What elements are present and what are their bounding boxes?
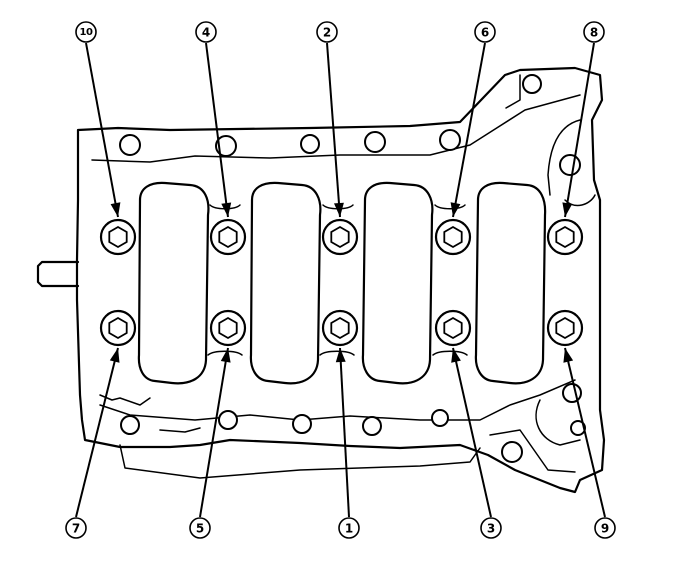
- window-3: [361, 181, 434, 385]
- hole: [570, 420, 586, 436]
- bolt-head-hex-icon: [555, 225, 575, 249]
- bolt-head-hex-icon: [108, 316, 128, 340]
- hole: [562, 383, 582, 403]
- arrowhead-icon: [450, 202, 461, 217]
- bolt-head-hex-icon: [108, 225, 128, 249]
- window-1: [137, 181, 210, 385]
- bolt-3: [434, 309, 472, 347]
- bolt-head-hex-icon: [555, 316, 575, 340]
- callout-8: 8: [562, 21, 605, 218]
- bolt-10: [99, 218, 137, 256]
- bolt-head-hex-icon: [330, 225, 350, 249]
- callout-1: 1: [335, 347, 360, 539]
- hole: [362, 416, 382, 436]
- callout-3: 3: [451, 347, 502, 539]
- bolt-5: [209, 309, 247, 347]
- callout-arrow-line: [85, 42, 119, 218]
- arrowhead-icon: [109, 348, 120, 363]
- bolt-head-hex-icon: [218, 316, 238, 340]
- bolt-head-hex-icon: [443, 225, 463, 249]
- sequence-number-label: 5: [196, 522, 204, 536]
- sequence-number-badge: [195, 21, 217, 43]
- sequence-number-label: 3: [487, 522, 495, 536]
- callout-arrow-line: [452, 42, 486, 218]
- arrowhead-icon: [110, 202, 121, 217]
- arrowhead-icon: [562, 202, 573, 217]
- callouts: 10 4 2 6 8 7 5 1 3 9: [65, 21, 616, 539]
- sequence-number-label: 2: [323, 26, 331, 40]
- hole: [292, 414, 312, 434]
- arrowhead-icon: [451, 348, 461, 363]
- callout-2: 2: [316, 21, 344, 218]
- sequence-number-label: 4: [202, 26, 210, 40]
- sequence-number-badge: [316, 21, 338, 43]
- callout-5: 5: [189, 347, 231, 539]
- callout-arrow-line: [452, 347, 492, 518]
- sequence-number-badge: [480, 517, 502, 539]
- window-2: [249, 181, 322, 385]
- hole: [501, 441, 523, 463]
- sequence-number-badge: [75, 21, 97, 43]
- hole: [439, 129, 461, 151]
- hole: [218, 410, 238, 430]
- sequence-number-badge: [474, 21, 496, 43]
- sequence-number-label: 9: [601, 522, 609, 536]
- sequence-number-label: 6: [481, 26, 489, 40]
- sequence-number-label: 8: [590, 26, 598, 40]
- bolt-2: [321, 218, 359, 256]
- bearing-windows: [137, 181, 547, 385]
- bolt-head-hex-icon: [443, 316, 463, 340]
- bolt-6: [434, 218, 472, 256]
- bolt-7: [99, 309, 137, 347]
- hole: [522, 74, 542, 94]
- callout-4: 4: [195, 21, 232, 218]
- arrowhead-icon: [563, 348, 574, 363]
- sequence-number-badge: [338, 517, 360, 539]
- bolt-head-hex-icon: [330, 316, 350, 340]
- callout-10: 10: [75, 21, 121, 218]
- callout-9: 9: [563, 347, 616, 539]
- hole: [559, 154, 581, 176]
- callout-arrow-line: [339, 347, 350, 518]
- bolt-head-hex-icon: [218, 225, 238, 249]
- arrowhead-icon: [220, 348, 231, 363]
- window-4: [474, 181, 547, 385]
- arrowhead-icon: [335, 348, 346, 363]
- callout-7: 7: [65, 347, 120, 539]
- sequence-number-label: 1: [345, 522, 353, 536]
- hole: [431, 409, 449, 427]
- bolt-8: [546, 218, 584, 256]
- small-holes: [119, 74, 586, 463]
- hole: [120, 415, 140, 435]
- bolt-1: [321, 309, 359, 347]
- hole: [300, 134, 320, 154]
- arrowhead-icon: [334, 202, 344, 217]
- bolt-4: [209, 218, 247, 256]
- callout-arrow-line: [199, 347, 229, 518]
- hole: [215, 135, 237, 157]
- sequence-number-badge: [65, 517, 87, 539]
- hole: [364, 131, 386, 153]
- sequence-number-label: 7: [72, 522, 80, 536]
- callout-6: 6: [450, 21, 496, 218]
- bolts: [99, 218, 584, 347]
- sequence-number-badge: [594, 517, 616, 539]
- callout-arrow-line: [564, 42, 595, 218]
- callout-arrow-line: [205, 42, 229, 218]
- callout-arrow-line: [564, 347, 606, 518]
- hole: [119, 134, 141, 156]
- sequence-number-badge: [189, 517, 211, 539]
- sequence-number-badge: [583, 21, 605, 43]
- callout-arrow-line: [326, 42, 341, 218]
- callout-arrow-line: [75, 347, 119, 518]
- bolt-9: [546, 309, 584, 347]
- arrowhead-icon: [221, 202, 232, 217]
- sequence-number-label: 10: [80, 27, 93, 38]
- block-outline: [36, 66, 606, 494]
